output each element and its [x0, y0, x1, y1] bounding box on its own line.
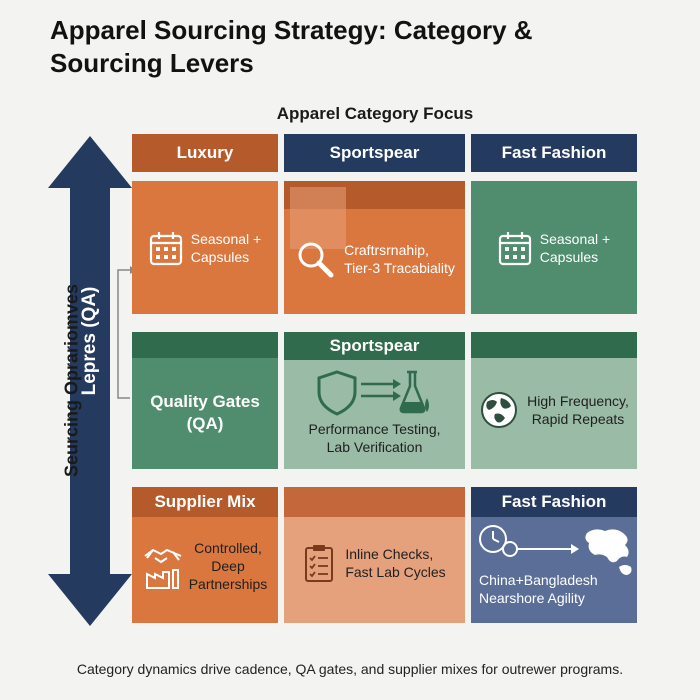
footer-caption: Category dynamics drive cadence, QA gate… [76, 661, 624, 677]
calendar-icon [498, 231, 531, 265]
cell-text: Seasonal + Capsules [190, 230, 262, 265]
handshake-factory-icon [144, 548, 182, 589]
magnifier-icon [298, 242, 334, 277]
column-header-sportspear: Sportspear [284, 134, 465, 172]
cell-supplier-mix-sportspear: Inline Checks, Fast Lab Cycles [284, 487, 465, 623]
row-header-supplier-mix: Supplier Mix [132, 487, 278, 517]
row-header-bar [132, 332, 278, 358]
row-header-bar [284, 487, 465, 517]
cell-fast-fashion-qa: High Frequency, Rapid Repeats [471, 332, 637, 469]
cell-sportspear-cadence: Craftrsrnahip, Tier-3 Tracabiality [284, 181, 465, 314]
cell-fast-fashion-cadence: Seasonal + Capsules [471, 181, 637, 314]
cell-sportspear-qa: Sportspear Performance Testing, Lab Veri… [284, 332, 465, 469]
column-header-luxury: Luxury [132, 134, 278, 172]
row-header-sportspear: Sportspear [284, 332, 465, 360]
row-header-bar [471, 332, 637, 358]
axis-left-inner-label: Lepres (QA) [79, 286, 100, 396]
cell-supplier-mix-fast-fashion: Fast Fashion China+Bangladesh Nearshore … [471, 487, 637, 623]
cell-supplier-mix-luxury: Supplier Mix Controlled, Deep Partnershi… [132, 487, 278, 623]
clock-map-icon [479, 525, 632, 575]
cell-quality-gates-label: Quality Gates (QA) [132, 332, 278, 469]
cell-text: Inline Checks, Fast Lab Cycles [345, 546, 446, 580]
cell-text: Craftrsrnahip, Tier-3 Tracabiality [344, 241, 455, 276]
row-label-quality-gates: Quality Gates (QA) [150, 391, 260, 433]
cell-text: Controlled, Deep Partnerships [188, 540, 268, 592]
globe-icon [481, 391, 518, 428]
cell-luxury-cadence: Seasonal + Capsules [132, 181, 278, 314]
shield-flask-icon [317, 370, 429, 416]
axis-top-label: Apparel Category Focus [276, 104, 474, 123]
cell-text: China+Bangladesh Nearshore Agility [479, 572, 598, 606]
cell-text: Performance Testing, Lab Verification [308, 421, 441, 455]
calendar-icon [149, 231, 182, 265]
column-header-fast-fashion: Fast Fashion [471, 134, 637, 172]
vertical-double-arrow [48, 136, 132, 626]
cell-text: High Frequency, Rapid Repeats [527, 392, 629, 427]
cell-text: Seasonal + Capsules [539, 230, 611, 265]
highlight-overlay [284, 181, 465, 249]
row-header-fast-fashion: Fast Fashion [471, 487, 637, 517]
clipboard-icon [305, 545, 334, 582]
page-title: Apparel Sourcing Strategy: Category & So… [50, 15, 533, 78]
